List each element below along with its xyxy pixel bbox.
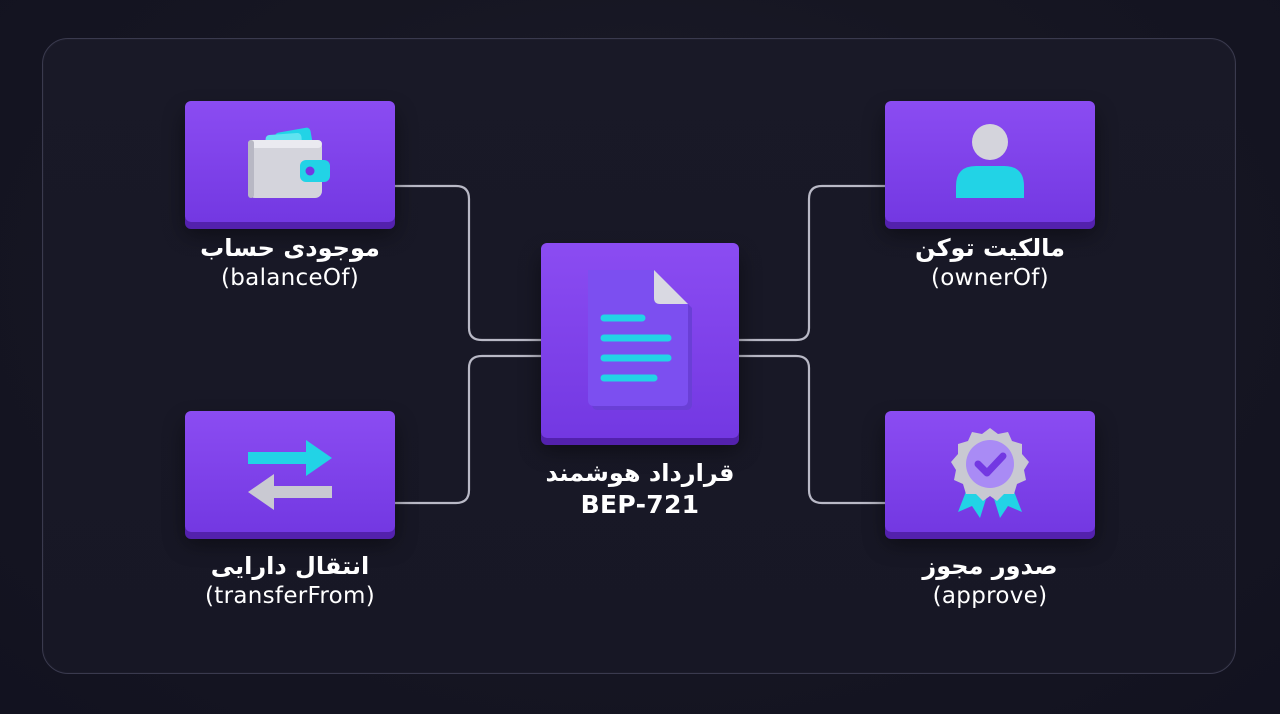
owner-node-label: مالکیت توکن (ownerOf): [810, 233, 1170, 293]
balance-node-label: موجودی حساب (balanceOf): [110, 233, 470, 293]
owner-node-title: مالکیت توکن: [914, 234, 1065, 262]
transfer-node-title: انتقال دارایی: [210, 552, 370, 580]
wallet-icon: [242, 120, 338, 204]
document-icon: [580, 266, 700, 416]
transfer-arrows-icon: [242, 430, 338, 514]
user-icon: [942, 120, 1038, 204]
balance-node-tile: [185, 101, 395, 222]
transfer-node-tile: [185, 411, 395, 532]
transfer-node-label: انتقال دارایی (transferFrom): [110, 551, 470, 611]
contract-node-label: قرارداد هوشمند BEP-721: [460, 458, 820, 521]
badge-check-icon: [942, 424, 1038, 520]
approve-node-label: صدور مجوز (approve): [810, 551, 1170, 611]
approve-node-title: صدور مجوز: [922, 552, 1058, 580]
balance-node-subtitle: (balanceOf): [221, 264, 359, 291]
balance-node-title: موجودی حساب: [200, 234, 380, 262]
contract-node-subtitle: BEP-721: [580, 489, 700, 519]
contract-node-title: قرارداد هوشمند: [545, 459, 735, 487]
approve-node-subtitle: (approve): [932, 582, 1048, 609]
owner-node-subtitle: (ownerOf): [931, 264, 1049, 291]
contract-node-tile: [541, 243, 739, 438]
approve-node-tile: [885, 411, 1095, 532]
transfer-node-subtitle: (transferFrom): [205, 582, 375, 609]
owner-node-tile: [885, 101, 1095, 222]
